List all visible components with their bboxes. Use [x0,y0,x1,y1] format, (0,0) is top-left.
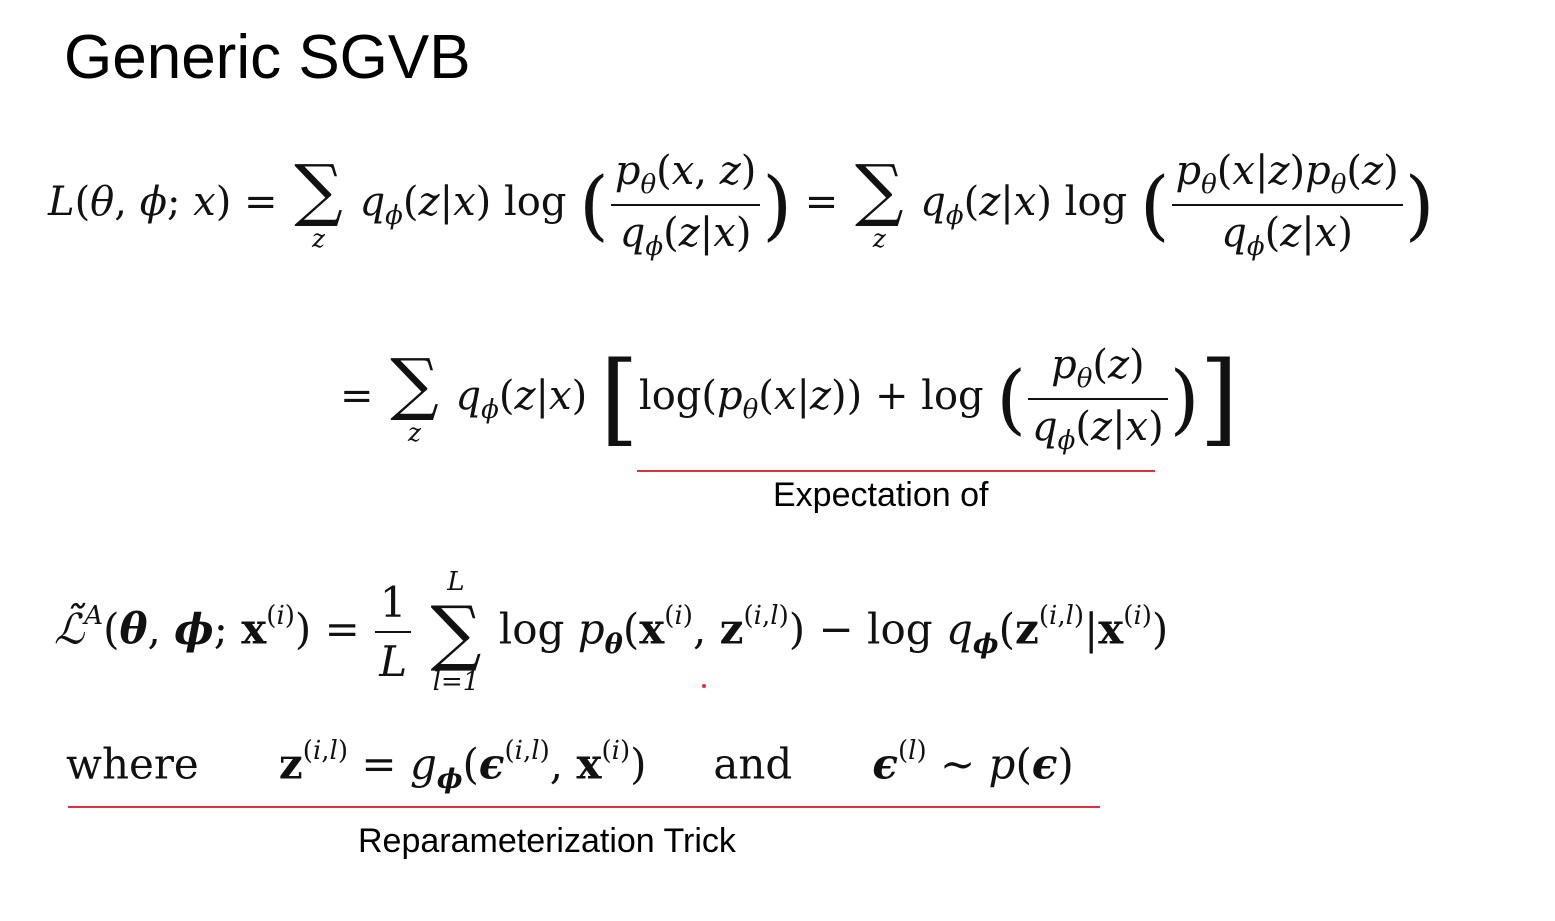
annotation-dot [702,684,706,688]
where-label: where [66,739,199,789]
expectation-underline [637,470,1155,472]
slide-title: Generic SGVB [64,23,471,92]
equation-elbo-line2: = ∑z qϕ(z|x) [log(pθ(x|z)) + log (pθ(z)q… [340,340,1239,458]
equation-reparameterization: where z(i,l) = gϕ(ϵ(i,l), x(i)) and ϵ(l)… [66,736,1074,796]
reparam-caption: Reparameterization Trick [358,822,736,860]
and-label: and [713,739,793,789]
equation-elbo-line1: L(θ, ϕ; x) = ∑z qϕ(z|x) log (pθ(x, z)qϕ(… [48,148,1435,263]
expectation-caption: Expectation of [773,476,989,514]
reparam-underline [68,806,1100,808]
